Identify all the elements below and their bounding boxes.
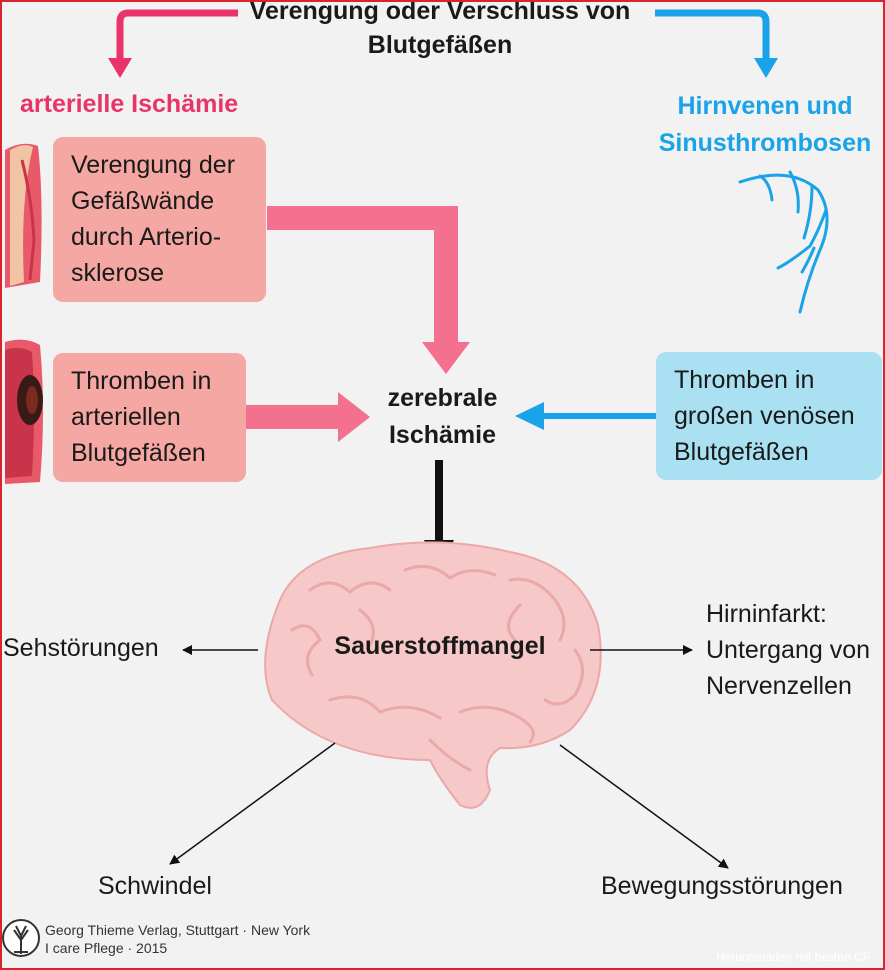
arrow-venous-to-ischemia [515,402,656,430]
title-line-1: Verengung oder Verschluss von [249,0,631,25]
symptom-hirninfarkt-line: Nervenzellen [706,672,852,700]
symptom-bewegungsstoerungen: Bewegungsstörungen [601,872,843,900]
symptom-schwindel: Schwindel [98,872,212,900]
center-line-1: zerebrale [387,384,498,412]
box-stenosis-line: Verengung der [71,151,236,179]
publisher-line-2: I care Pflege · 2015 [45,940,168,956]
thieme-tree-logo-icon [2,919,40,957]
vein-icon [738,170,829,314]
heading-arterial-ischemia: arterielle Ischämie [20,90,239,118]
title-line-2: Blutgefäßen [367,31,513,59]
narrowed-artery-icon [5,143,42,288]
right-heading-line-1: Hirnvenen und [677,92,853,120]
title-arrow-right [655,9,778,78]
title-arrow-left [108,9,238,78]
box-venous-thrombus-line: Thromben in [674,366,815,394]
right-heading-line-2: Sinusthrombosen [658,129,872,157]
arrow-thrombus-to-ischemia [246,392,370,442]
diagram-title: Verengung oder Verschluss von Blutgefäße… [190,0,690,62]
oxygen-deficiency-label: Sauerstoffmangel [334,632,546,660]
box-venous-thrombus-line: großen venösen [674,402,855,430]
symptom-hirninfarkt-line: Untergang von [706,636,871,664]
symptom-sehstoerungen: Sehstörungen [3,634,159,662]
box-venous-thrombus-line: Blutgefäßen [674,438,809,466]
box-arterial-thrombus-line: arteriellen [71,403,181,431]
box-arterial-thrombus-line: Thromben in [71,367,212,395]
arrow-to-bewegungsstoerungen [559,744,729,869]
thrombus-artery-icon [5,339,43,484]
arrow-to-schwindel [169,742,336,865]
publisher-line-1: Georg Thieme Verlag, Stuttgart · New Yor… [45,922,311,938]
cerebral-ischemia-label: zerebrale Ischämie [370,380,515,454]
box-stenosis-line: sklerose [71,259,165,287]
heading-venous-thrombosis: Hirnvenen und Sinusthrombosen [650,88,880,162]
box-arterial-thrombus: Thromben in arteriellen Blutgefäßen [53,353,246,482]
symptom-hirninfarkt-line: Hirninfarkt: [706,600,827,628]
box-stenosis: Verengung der Gefäßwände durch Arterio- … [53,137,266,302]
box-stenosis-line: durch Arterio- [71,223,222,251]
center-line-2: Ischämie [388,421,496,449]
arrow-stenosis-to-ischemia [267,206,470,374]
box-venous-thrombus: Thromben in großen venösen Blutgefäßen [656,352,882,480]
publisher-credit: Georg Thieme Verlag, Stuttgart · New Yor… [45,921,310,957]
box-stenosis-line: Gefäßwände [71,187,215,215]
box-arterial-thrombus-line: Blutgefäßen [71,439,206,467]
brain-icon [264,541,602,809]
watermark-text: Herunterladen mit besten CP [716,950,871,964]
symptom-hirninfarkt: Hirninfarkt: Untergang von Nervenzellen [706,596,870,704]
